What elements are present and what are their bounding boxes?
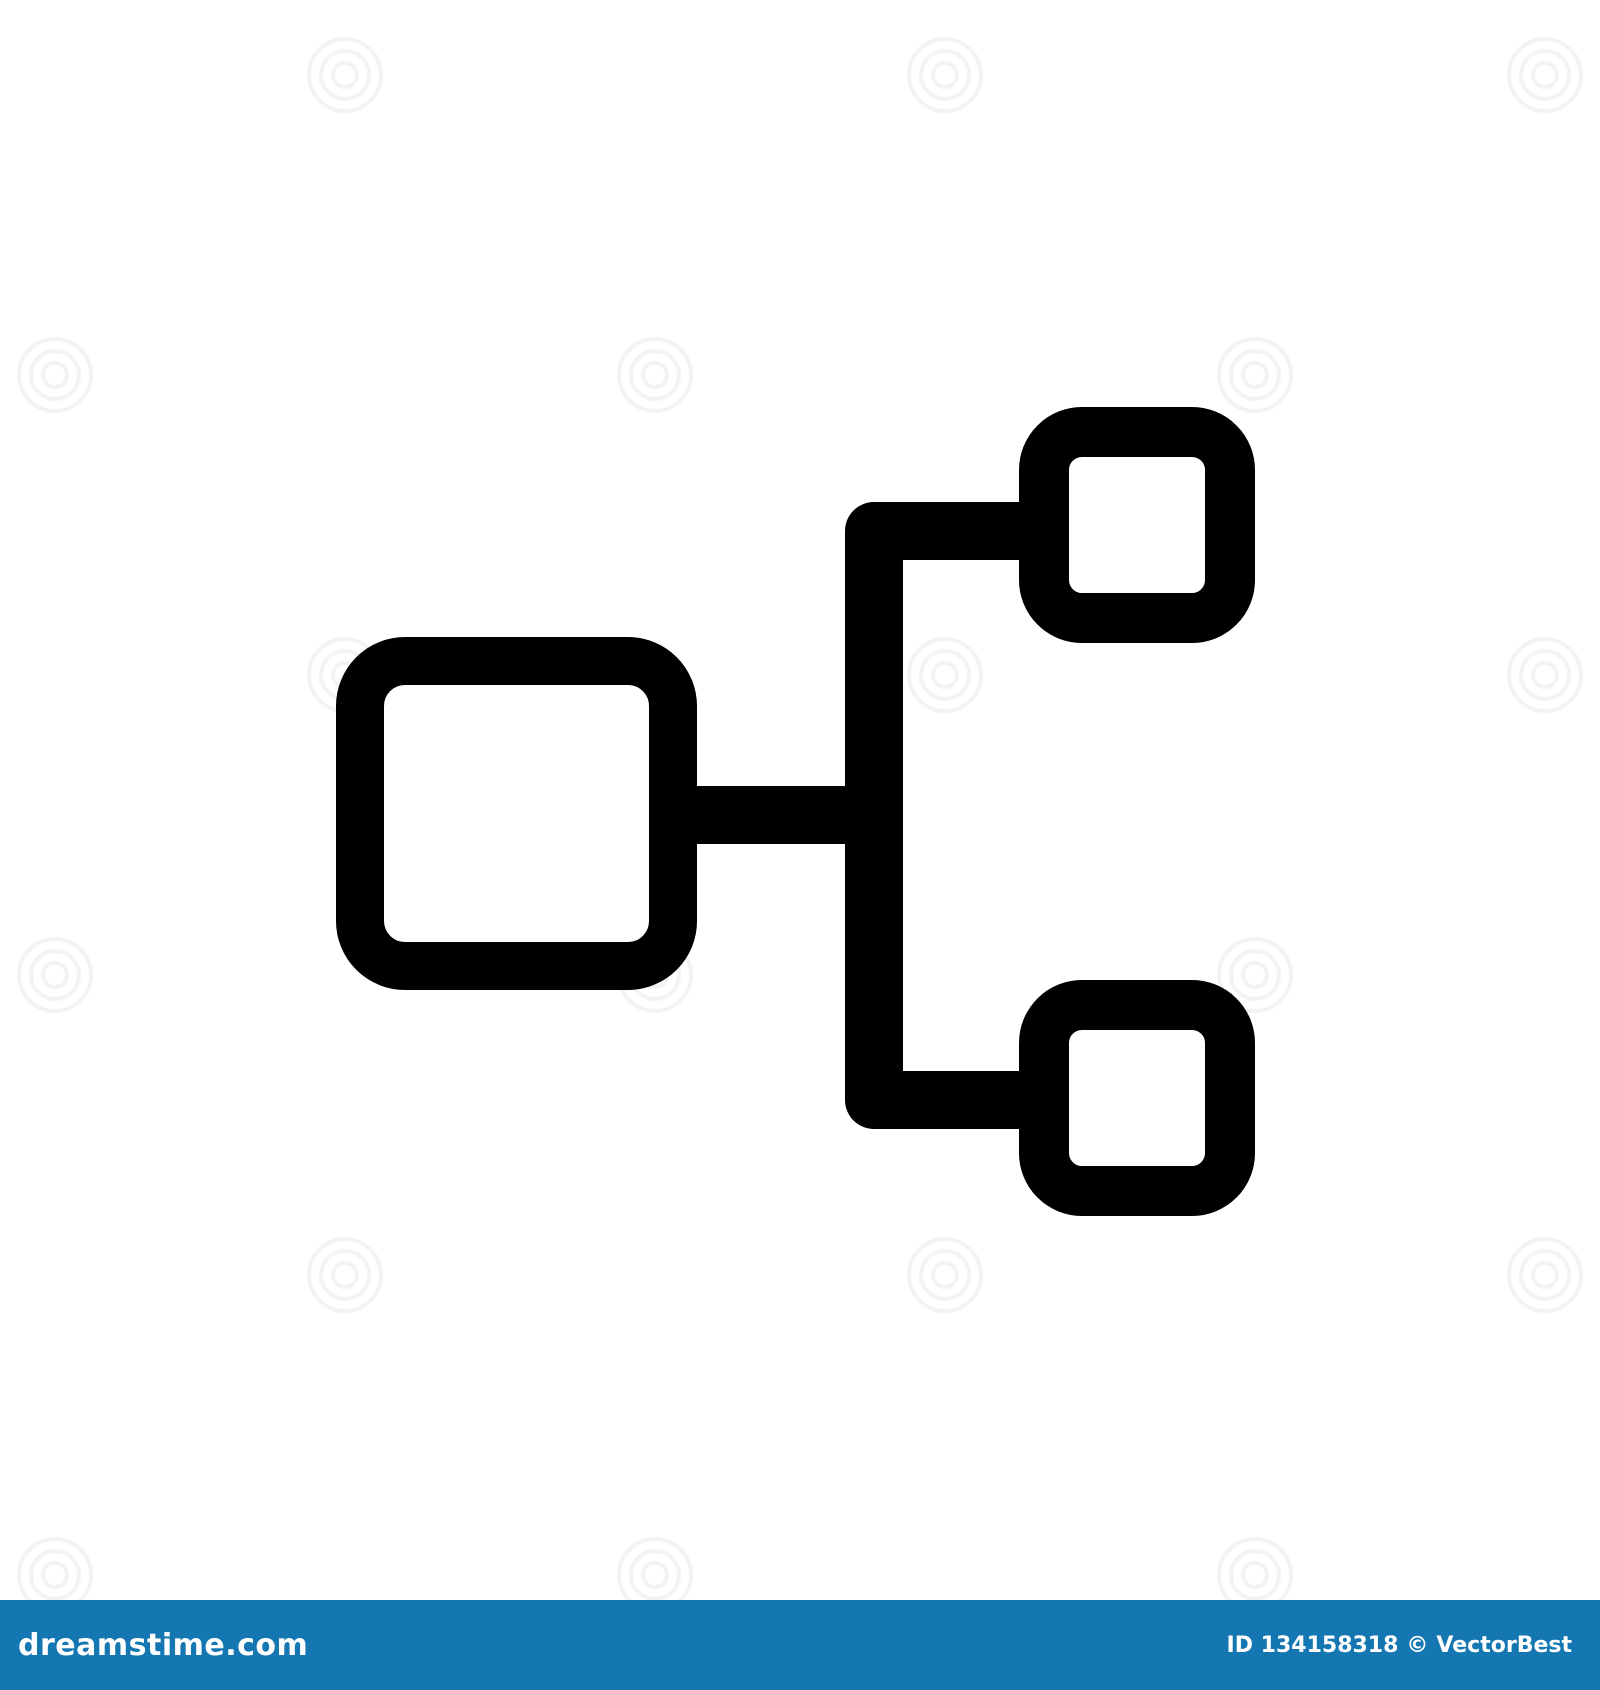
watermark-spiral-icon — [610, 330, 700, 420]
watermark-spiral-icon — [300, 30, 390, 120]
image-credit: ID 134158318 © VectorBest — [1227, 1633, 1572, 1658]
hierarchy-structure-icon — [336, 407, 1255, 1216]
author-name[interactable]: VectorBest — [1436, 1632, 1572, 1658]
copyright-symbol: © — [1406, 1632, 1429, 1658]
brand-logo-text[interactable]: dreamstime.com — [18, 1627, 309, 1663]
root-node-box — [336, 637, 697, 990]
watermark-spiral-icon — [10, 930, 100, 1020]
image-id-text: ID 134158318 — [1226, 1632, 1399, 1658]
child-node-top-box — [1019, 407, 1255, 643]
watermark-spiral-icon — [1210, 930, 1300, 1020]
watermark-spiral-icon — [1500, 30, 1590, 120]
watermark-spiral-icon — [1210, 330, 1300, 420]
branch-trunk-path — [845, 502, 1020, 1129]
footer-bar: dreamstime.com ID 134158318 © VectorBest — [0, 1600, 1600, 1690]
watermark-spiral-icon — [900, 30, 990, 120]
watermark-spiral-icon — [900, 1230, 990, 1320]
icon-canvas — [10, 30, 1590, 1613]
watermark-spiral-icon — [300, 1230, 390, 1320]
watermark-spiral-icon — [1500, 1230, 1590, 1320]
watermark-spiral-icon — [10, 330, 100, 420]
watermark-spiral-icon — [1500, 630, 1590, 720]
watermark-spiral-icon — [900, 630, 990, 720]
child-node-bottom-box — [1019, 980, 1255, 1216]
